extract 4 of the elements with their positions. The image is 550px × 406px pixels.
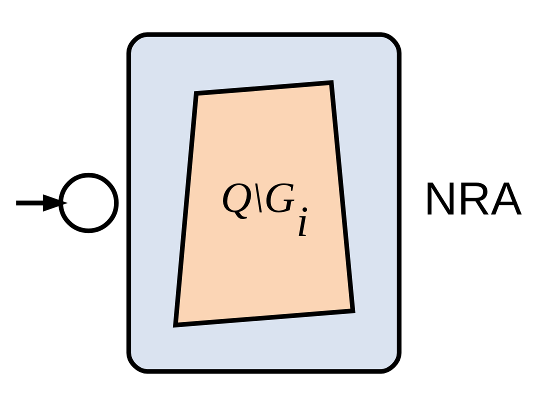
arrow: [16, 194, 68, 212]
node-circle: [58, 172, 119, 234]
node-label: NRA: [424, 172, 522, 225]
cluster: [126, 32, 402, 374]
